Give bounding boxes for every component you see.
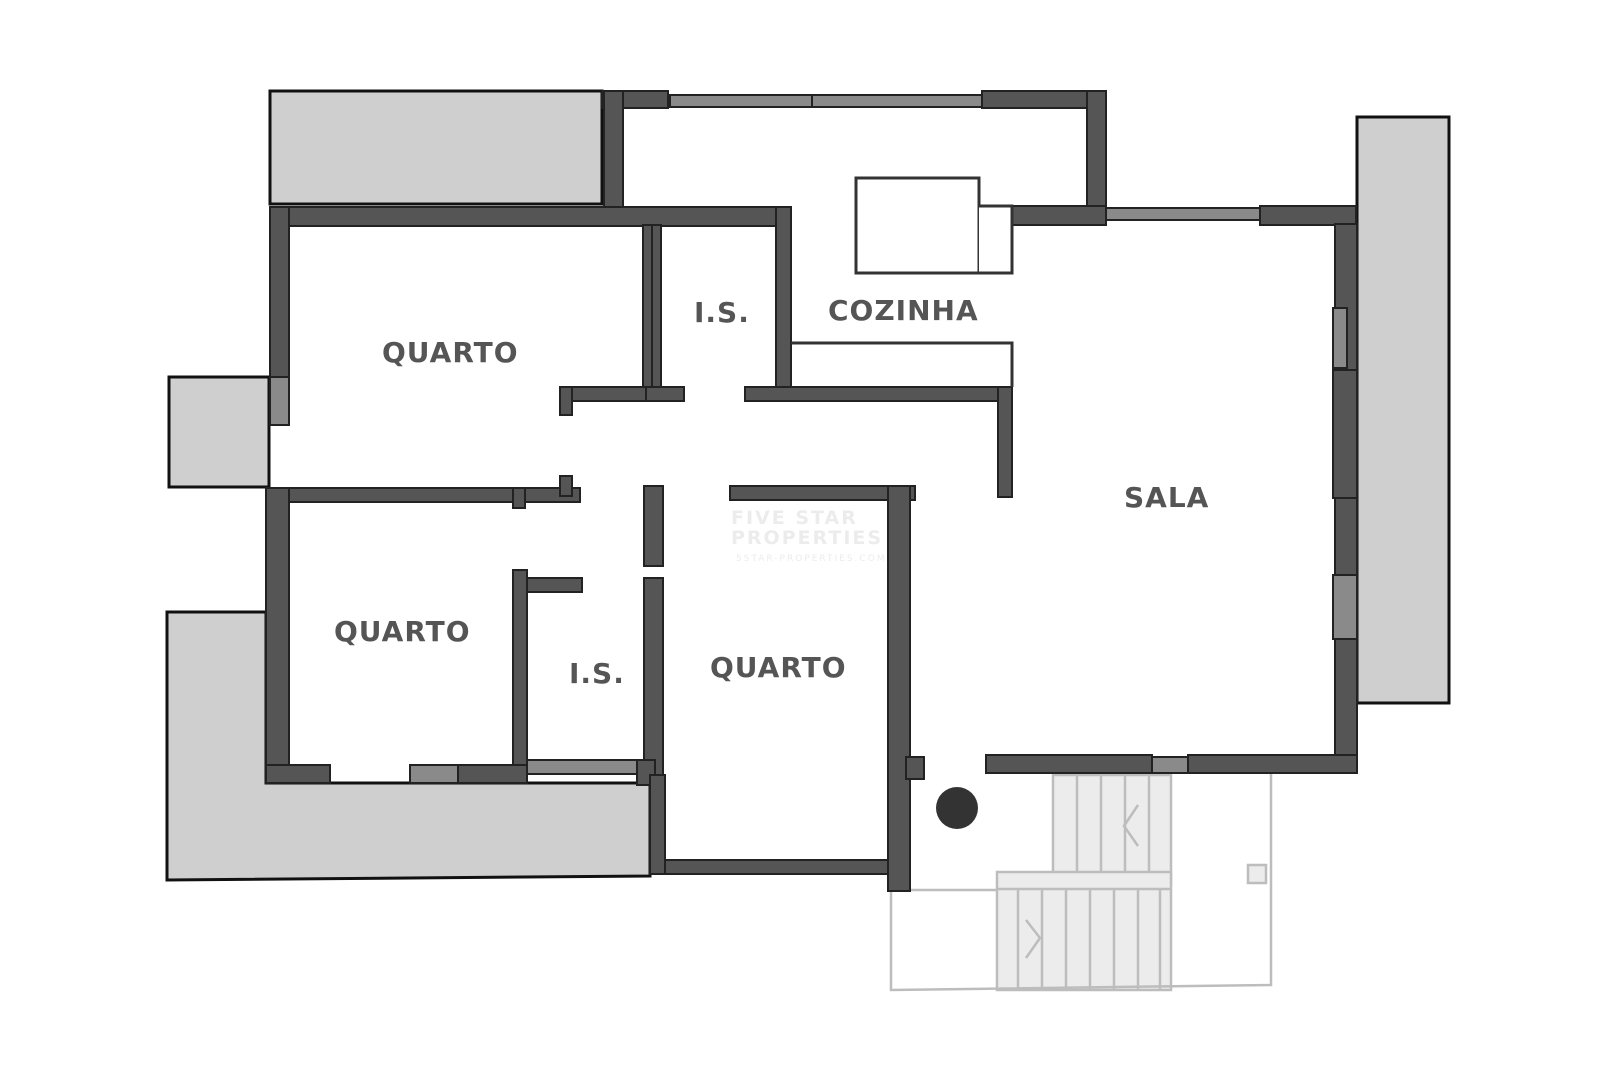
balconies <box>165 89 1451 882</box>
staircase <box>889 773 1273 992</box>
room-label-quarto-bottom-left: QUARTO <box>334 615 471 648</box>
room-label-is-top: I.S. <box>694 296 750 329</box>
watermark: FIVE STAR PROPERTIES 5STAR-PROPERTIES.CO… <box>731 507 887 564</box>
room-label-quarto-top-left: QUARTO <box>382 336 519 369</box>
room-label-sala: SALA <box>1124 481 1209 514</box>
stair-flight-lower <box>995 870 1173 992</box>
marker-dot <box>936 787 978 829</box>
stair-flight-upper <box>1051 773 1173 887</box>
walls <box>265 90 1358 892</box>
balcony-bottom-left <box>165 610 652 882</box>
watermark-line2: PROPERTIES <box>731 527 883 549</box>
balcony-left-small <box>167 375 271 489</box>
watermark-line3: 5STAR-PROPERTIES.COM <box>736 554 887 564</box>
room-labels: QUARTO I.S. COZINHA SALA QUARTO I.S. QUA… <box>334 294 1209 690</box>
watermark-line1: FIVE STAR <box>731 507 858 529</box>
balcony-right <box>1355 115 1451 705</box>
room-label-cozinha: COZINHA <box>828 294 979 327</box>
balcony-top-left <box>268 89 604 206</box>
room-label-quarto-bottom-middle: QUARTO <box>710 651 847 684</box>
room-label-is-bottom: I.S. <box>569 657 625 690</box>
